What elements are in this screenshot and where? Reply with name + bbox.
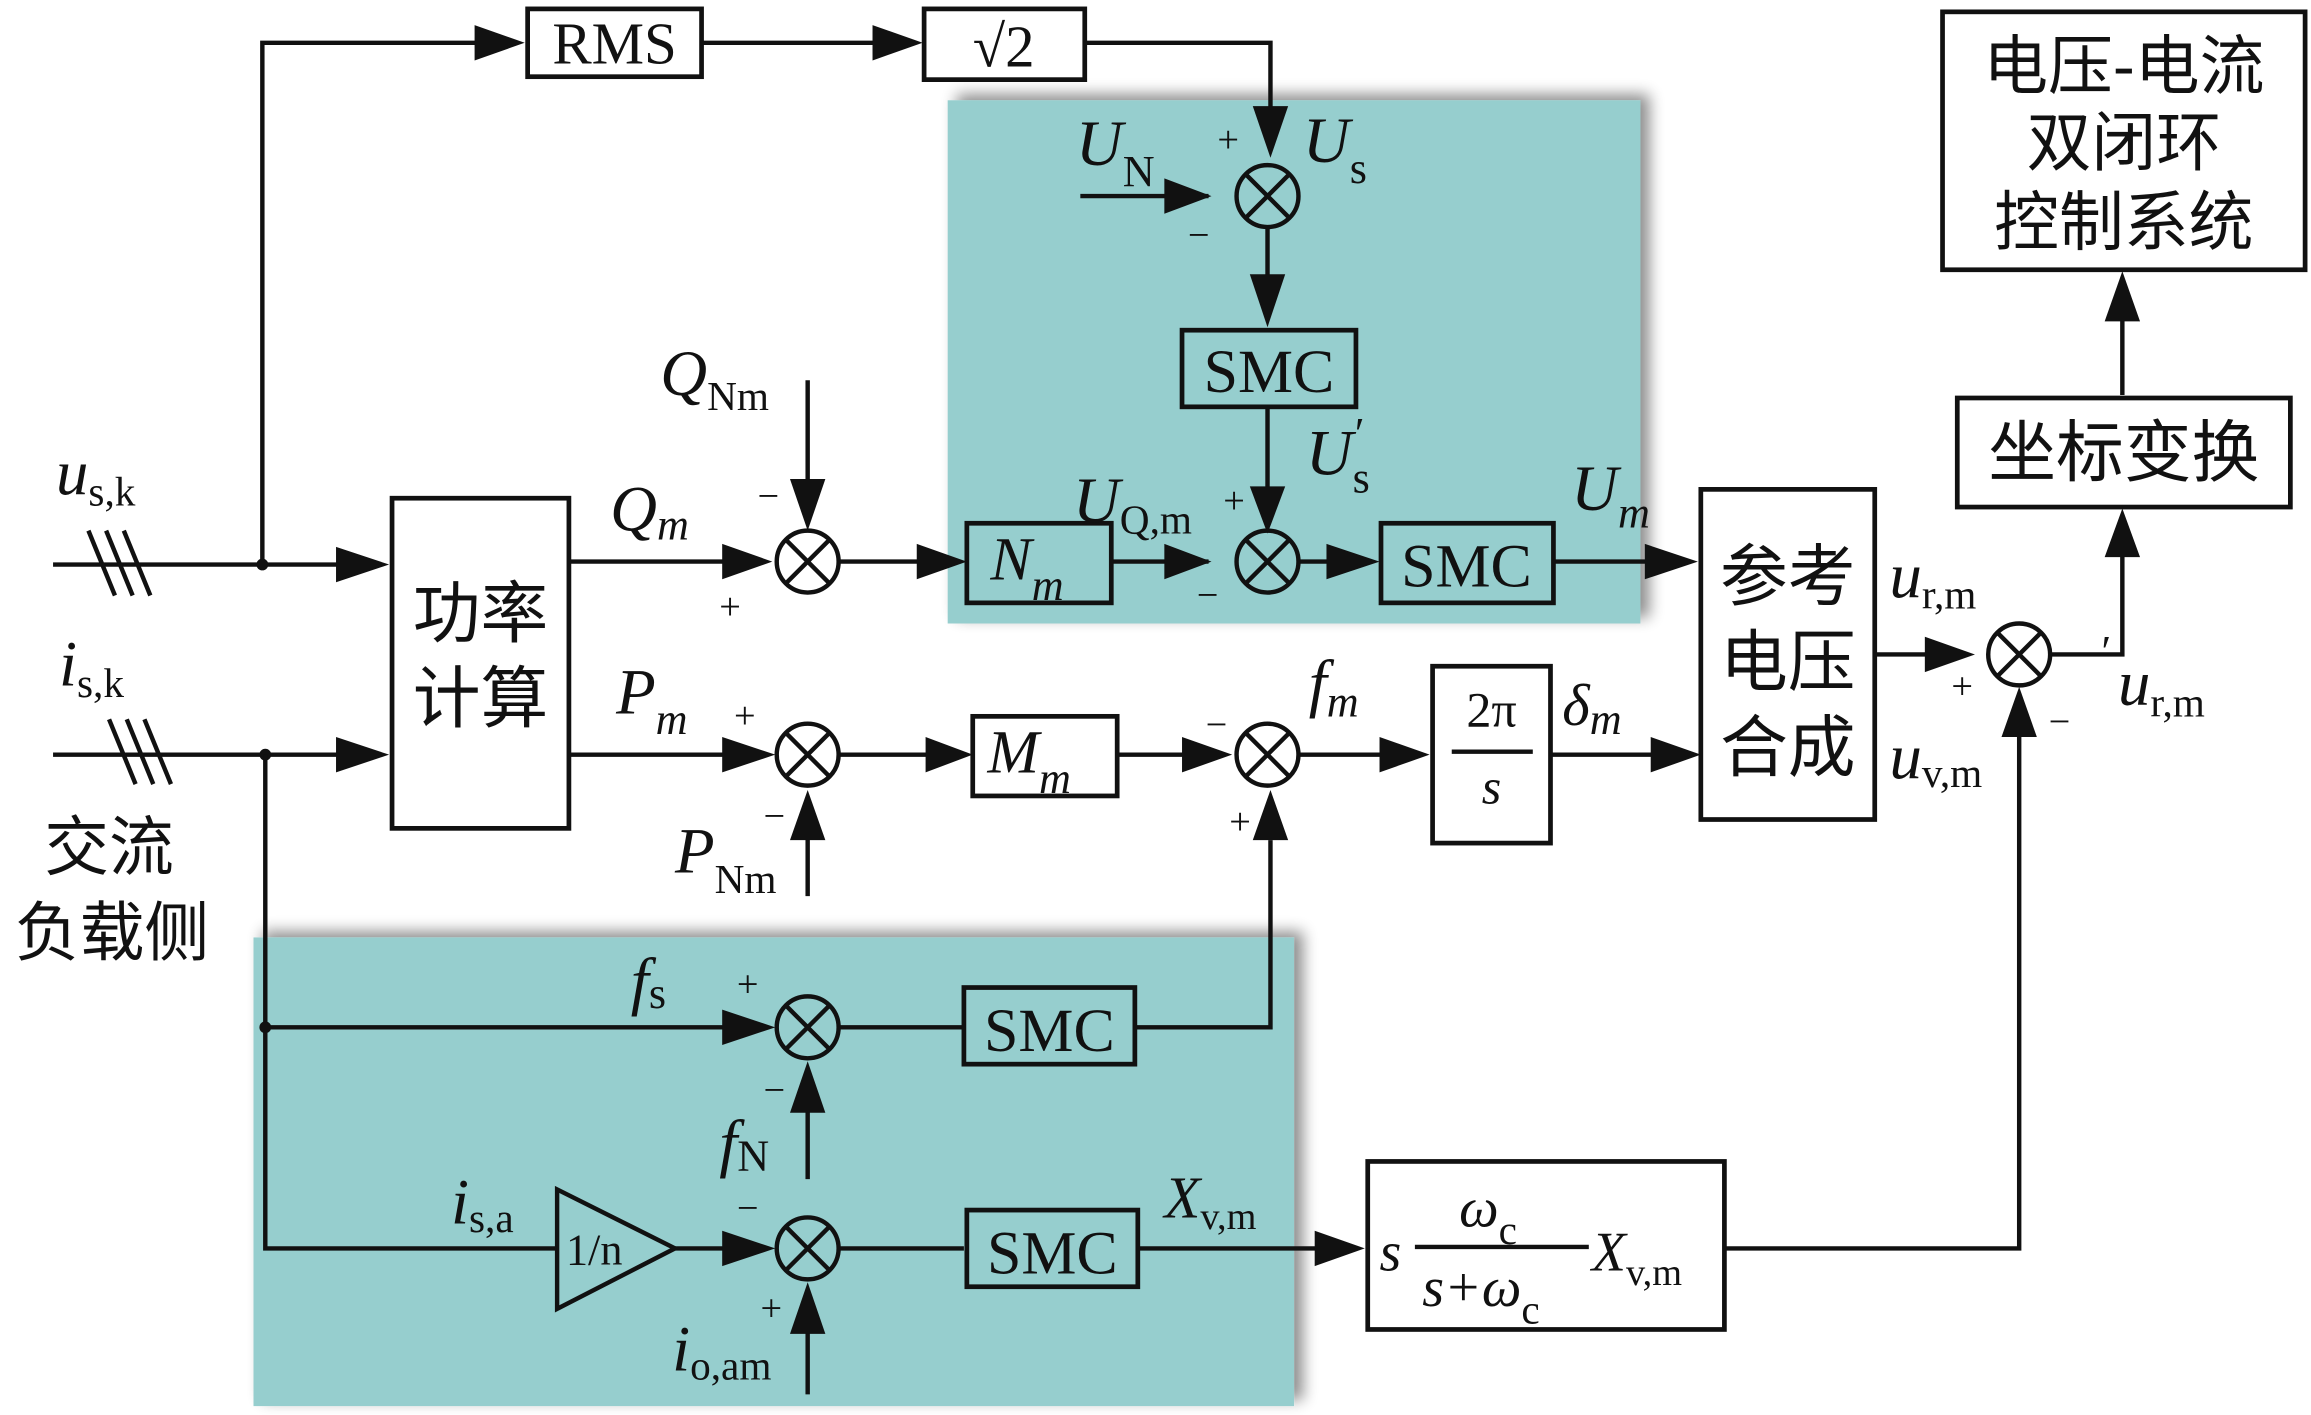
svg-text:电压-电流: 电压-电流: [1983, 29, 2264, 104]
svg-text:Nm: Nm: [989, 525, 1063, 610]
svg-text:−: −: [758, 476, 780, 518]
label-ac-load-2: 负载侧: [15, 896, 210, 971]
label-UQm: UQ,m: [1073, 465, 1192, 543]
label-ur-m: ur,m: [1889, 540, 1976, 618]
svg-text:参考: 参考: [1720, 537, 1856, 616]
mm-block: Mm: [970, 713, 1120, 803]
svg-text:Mm: Mm: [986, 718, 1071, 803]
label-Us-prime: Us′: [1306, 409, 1370, 502]
svg-text:+: +: [1223, 480, 1245, 522]
voltage-control-region: [947, 100, 1641, 624]
sum-junction-us: [1234, 162, 1301, 230]
label-io-am: io,am: [672, 1314, 771, 1389]
label-QNm: QNm: [660, 338, 769, 419]
svg-text:s: s: [1482, 758, 1502, 814]
label-PNm: PNm: [674, 816, 776, 903]
label-Xvm: Xv,m: [1162, 1164, 1256, 1238]
label-UN: UN: [1076, 108, 1155, 196]
sum-junction-ur: [1986, 621, 2053, 688]
label-is-k: is,k: [59, 628, 124, 706]
svg-text:2π: 2π: [1466, 682, 1516, 738]
sum-junction-q: [774, 528, 841, 595]
svg-text:SMC: SMC: [987, 1219, 1118, 1287]
label-Qm: Qm: [610, 474, 689, 550]
svg-text:+: +: [1217, 119, 1239, 161]
svg-text:坐标变换: 坐标变换: [1988, 413, 2259, 492]
power-calc-block: 功率 计算: [389, 495, 572, 831]
rms-label: RMS: [552, 10, 677, 76]
coord-transform-block: 坐标变换: [1954, 395, 2293, 510]
svg-text:−: −: [1206, 704, 1228, 746]
svg-text:−: −: [737, 1187, 759, 1229]
arrowheads: [336, 25, 2141, 1334]
svg-text:+: +: [1229, 801, 1251, 843]
label-us-k: us,k: [56, 437, 136, 515]
sqrt2-block: √2: [921, 6, 1088, 82]
virtual-impedance-filter-block: s ωc s+ωc Xv,m: [1365, 1159, 1727, 1333]
sqrt2-label: √2: [973, 13, 1035, 79]
sum-junction-i: [774, 1215, 841, 1282]
rms-block: RMS: [525, 6, 704, 80]
sum-junction-uq: [1234, 528, 1301, 595]
svg-text:双闭环: 双闭环: [2027, 106, 2222, 181]
sum-junction-f: [1234, 721, 1301, 788]
svg-text:SMC: SMC: [984, 997, 1115, 1065]
svg-text:−: −: [763, 1069, 785, 1111]
svg-text:−: −: [1197, 574, 1219, 616]
svg-text:−: −: [2049, 701, 2071, 743]
svg-text:−: −: [763, 795, 785, 837]
label-Pm: Pm: [615, 656, 688, 744]
smc-block-voltage-outer: SMC: [1179, 327, 1359, 410]
sum-junction-fs: [774, 994, 841, 1061]
label-is-a: is,a: [451, 1166, 514, 1241]
svg-text:控制系统: 控制系统: [1994, 186, 2253, 261]
svg-text:Xv,m: Xv,m: [1590, 1222, 1682, 1295]
sum-junction-p: [774, 721, 841, 788]
smc-block-frequency: SMC: [961, 985, 1138, 1067]
label-fm: fm: [1309, 648, 1359, 727]
dual-loop-control-block: 电压-电流 双闭环 控制系统: [1940, 9, 2308, 273]
integrator-block: 2π s: [1430, 663, 1553, 846]
power-calc-label-2: 计算: [413, 659, 549, 738]
svg-text:+: +: [1951, 666, 1973, 708]
svg-text:1/n: 1/n: [566, 1226, 622, 1275]
gain-block: 1/n: [554, 1185, 680, 1313]
svg-text:s+ωc: s+ωc: [1422, 1257, 1539, 1333]
label-ac-load-1: 交流: [44, 811, 174, 886]
svg-text:ωc: ωc: [1459, 1177, 1517, 1253]
smc-block-voltage-inner: SMC: [1378, 520, 1556, 606]
nm-block: Nm: [964, 520, 1114, 610]
svg-text:+: +: [761, 1288, 783, 1330]
power-calc-label-1: 功率: [413, 574, 549, 653]
svg-text:电压: 电压: [1720, 622, 1856, 701]
ref-voltage-block: 参考 电压 合成: [1698, 487, 1878, 822]
smc-label: SMC: [1204, 338, 1335, 406]
label-uv-m: uv,m: [1889, 721, 1982, 796]
sign-labels: − + + − + − + − − + + − − + + −: [719, 119, 2070, 1330]
smc-block-impedance: SMC: [964, 1207, 1141, 1290]
svg-text:+: +: [719, 586, 741, 628]
svg-text:s: s: [1380, 1222, 1402, 1284]
svg-text:−: −: [1188, 215, 1210, 257]
label-delta-m: δm: [1562, 672, 1621, 744]
label-Um: Um: [1571, 453, 1650, 538]
label-Us: Us: [1303, 105, 1367, 193]
label-ur-m-prime: ur,m′: [2099, 627, 2205, 725]
frequency-virtual-impedance-region: [253, 937, 1295, 1407]
smc-label: SMC: [1401, 533, 1532, 601]
svg-text:+: +: [734, 695, 756, 737]
svg-text:+: +: [737, 963, 759, 1005]
svg-text:合成: 合成: [1720, 708, 1856, 787]
